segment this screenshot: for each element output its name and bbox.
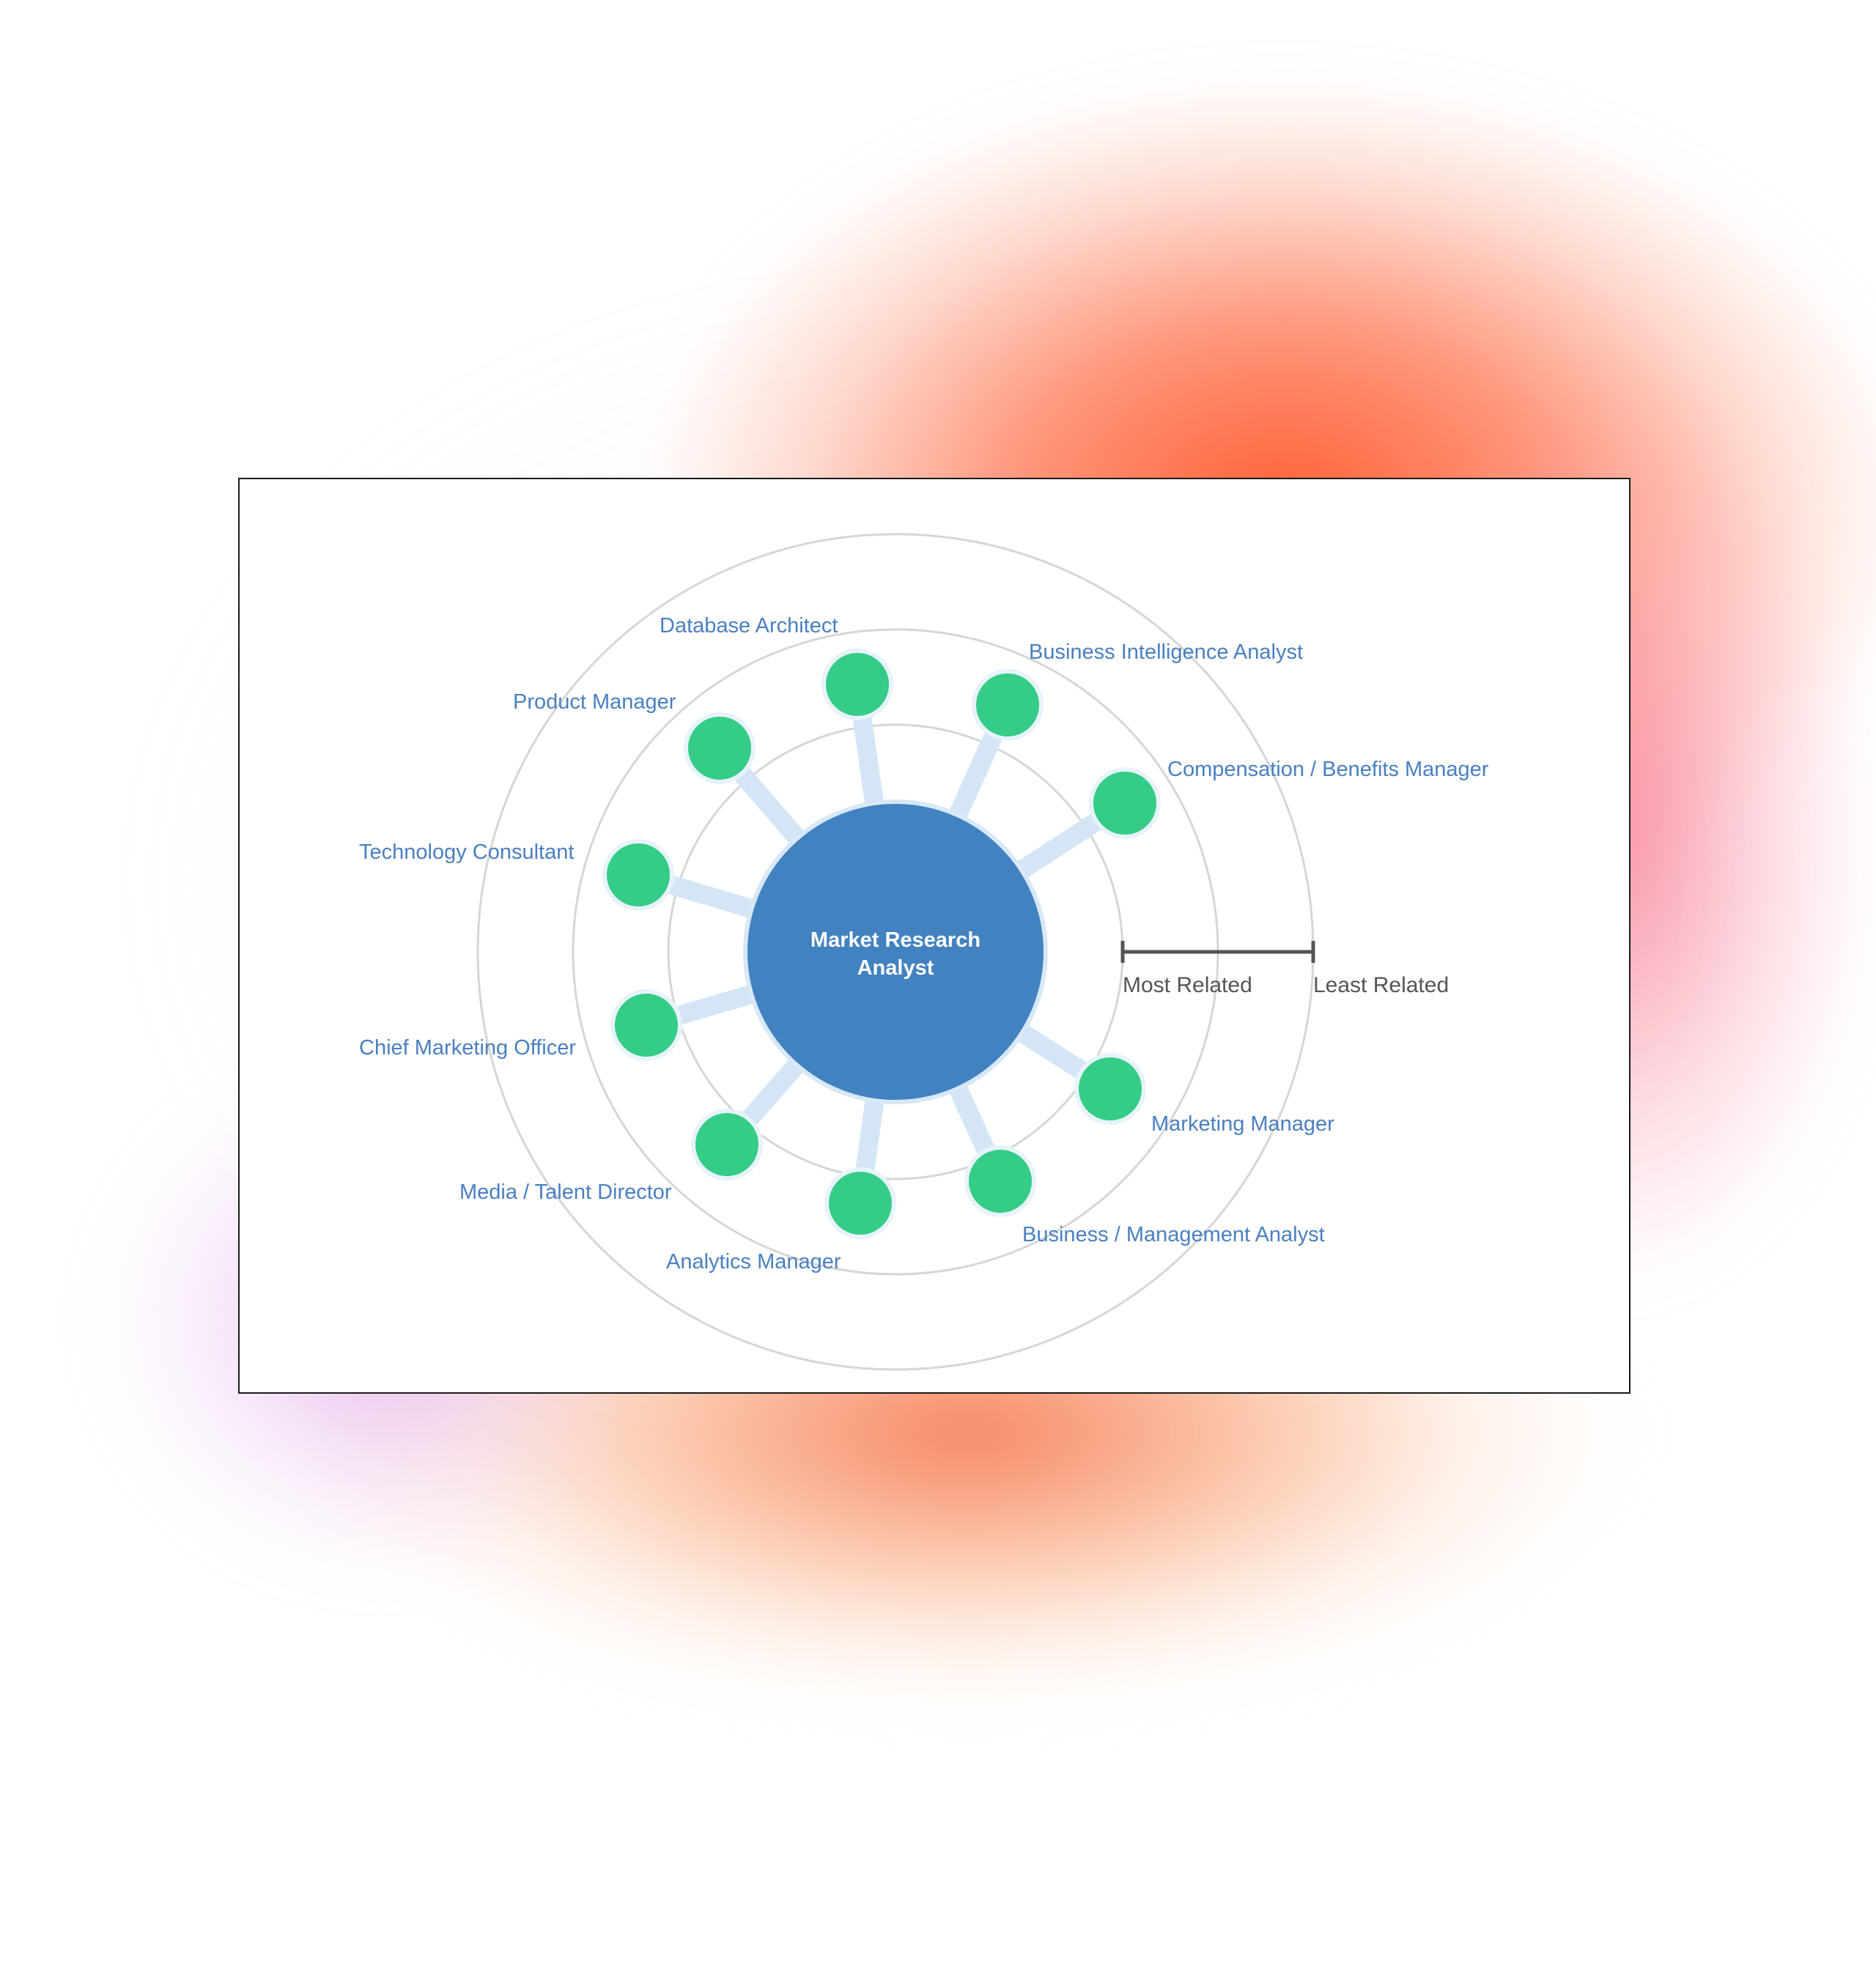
role-nodes bbox=[602, 648, 1161, 1239]
role-label-analytics-manager: Analytics Manager bbox=[666, 1250, 841, 1274]
diagram-card: Market Research Analyst Database Archite… bbox=[238, 478, 1631, 1394]
node-business-intelligence-analyst[interactable] bbox=[972, 669, 1044, 741]
legend-least-related: Least Related bbox=[1313, 973, 1449, 997]
node-chief-marketing-officer[interactable] bbox=[610, 989, 682, 1061]
center-label-line1: Market Research bbox=[810, 928, 981, 952]
role-label-chief-marketing-officer: Chief Marketing Officer bbox=[359, 1036, 576, 1060]
node-database-architect[interactable] bbox=[821, 648, 893, 720]
node-compensation-benefits-manager[interactable] bbox=[1089, 767, 1161, 839]
node-analytics-manager[interactable] bbox=[824, 1167, 896, 1239]
node-product-manager[interactable] bbox=[684, 712, 756, 784]
node-business-management-analyst[interactable] bbox=[964, 1145, 1036, 1217]
node-media-talent-director[interactable] bbox=[691, 1109, 763, 1180]
role-label-business-management-analyst: Business / Management Analyst bbox=[1022, 1223, 1325, 1246]
center-label-line2: Analyst bbox=[857, 956, 934, 980]
role-label-media-talent-director: Media / Talent Director bbox=[459, 1180, 672, 1204]
role-label-database-architect: Database Architect bbox=[660, 614, 838, 638]
legend-bracket bbox=[1120, 941, 1315, 963]
role-label-technology-consultant: Technology Consultant bbox=[359, 840, 574, 864]
node-marketing-manager[interactable] bbox=[1074, 1053, 1146, 1125]
role-label-business-intelligence-analyst: Business Intelligence Analyst bbox=[1029, 640, 1303, 664]
node-technology-consultant[interactable] bbox=[602, 839, 674, 911]
role-label-product-manager: Product Manager bbox=[513, 690, 676, 714]
legend-most-related: Most Related bbox=[1123, 973, 1252, 997]
center-node[interactable] bbox=[743, 799, 1048, 1104]
role-label-compensation-benefits-manager: Compensation / Benefits Manager bbox=[1167, 758, 1489, 781]
role-label-marketing-manager: Marketing Manager bbox=[1151, 1112, 1334, 1136]
relationship-diagram: Market Research Analyst Database Archite… bbox=[359, 533, 1489, 1371]
